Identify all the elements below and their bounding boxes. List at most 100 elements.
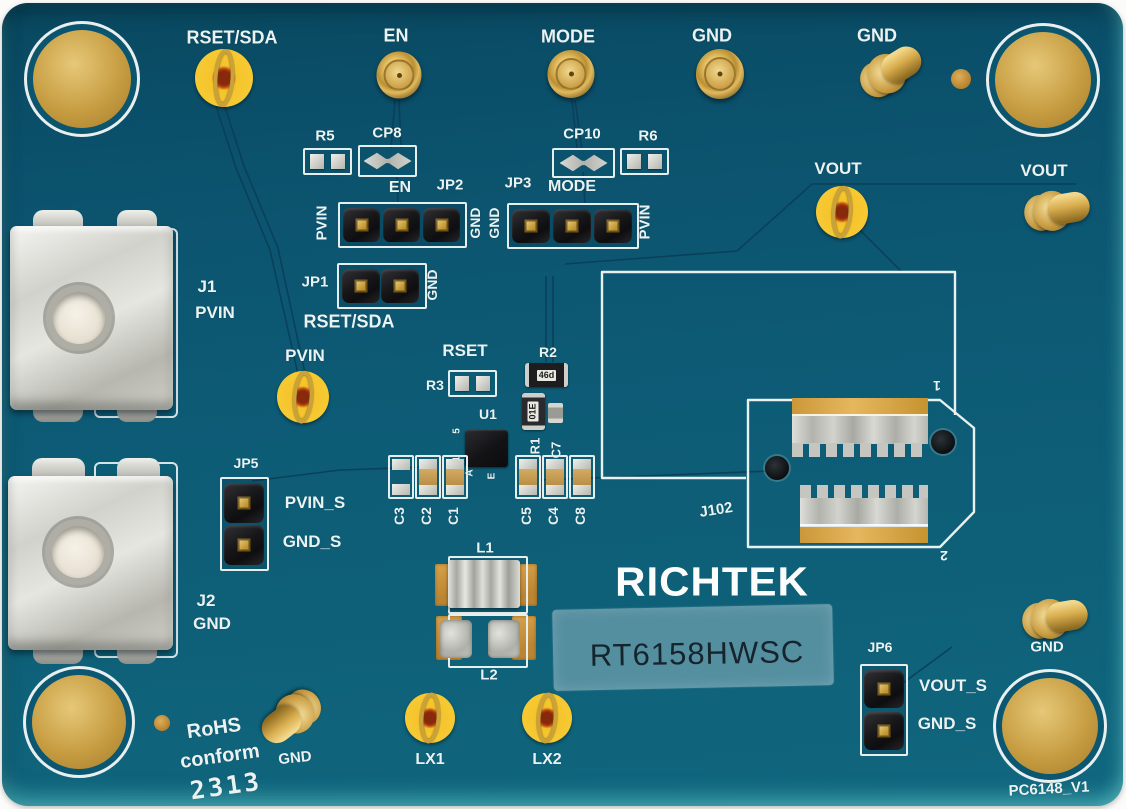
jp5-header bbox=[220, 477, 269, 571]
u1-pin-e-label: E bbox=[486, 472, 498, 480]
j2-net-label: GND bbox=[193, 614, 231, 633]
mounting-hole-bottom-right bbox=[993, 669, 1107, 783]
l2-solder bbox=[488, 620, 520, 658]
r1-label: R1 bbox=[527, 437, 543, 455]
mode-pin bbox=[547, 50, 595, 98]
jp6-vout-s-label: VOUT_S bbox=[918, 676, 988, 695]
l2-solder bbox=[440, 620, 472, 658]
c1-label: C1 bbox=[445, 507, 461, 525]
c3-footprint bbox=[388, 455, 414, 499]
c7-label: C7 bbox=[548, 441, 564, 459]
cp8-label: CP8 bbox=[372, 124, 402, 142]
gnd-pin-top-left bbox=[696, 49, 744, 99]
r6-footprint bbox=[620, 148, 669, 175]
fiducial-dot-bottom-left bbox=[154, 715, 170, 731]
fiducial-dot-top-right bbox=[951, 69, 971, 89]
cp10-label: CP10 bbox=[563, 125, 601, 143]
r6-label: R6 bbox=[638, 127, 658, 145]
j2-screw-hole bbox=[52, 526, 104, 578]
jp1-gnd-label: GND bbox=[424, 269, 440, 301]
lx1-test-point bbox=[405, 691, 455, 745]
r2-resistor: 46d bbox=[525, 363, 568, 387]
r5-footprint bbox=[303, 148, 352, 175]
pvin-test-point bbox=[277, 369, 329, 425]
jp1-ref-label: JP1 bbox=[301, 273, 329, 291]
c7-capacitor bbox=[548, 403, 563, 423]
cp8-solder-jumper bbox=[358, 145, 417, 177]
u1-label: U1 bbox=[479, 406, 497, 422]
c2-label: C2 bbox=[418, 507, 434, 525]
l2-label: L2 bbox=[480, 666, 498, 684]
rset-sda-label: RSET/SDA bbox=[186, 27, 278, 48]
c8-capacitor bbox=[569, 455, 595, 499]
l1-inductor bbox=[448, 560, 520, 608]
jp2-pvin-label: PVIN bbox=[313, 205, 331, 241]
u1-pin-a-label: A bbox=[464, 469, 476, 477]
j102-via bbox=[765, 456, 789, 480]
vout-pin-label: VOUT bbox=[1020, 161, 1068, 180]
j1-screw-hole bbox=[53, 292, 105, 344]
j1-tab bbox=[33, 210, 83, 230]
vout-test-point bbox=[816, 184, 868, 240]
j1-ref-label: J1 bbox=[197, 277, 217, 296]
j2-ref-label: J2 bbox=[196, 591, 216, 610]
lx2-test-point bbox=[522, 691, 572, 745]
jp3-mode-label: MODE bbox=[548, 178, 596, 195]
pvin-tp-label: PVIN bbox=[285, 346, 325, 365]
part-number: RT6158HWSC bbox=[589, 634, 805, 673]
j102-pin2-label: 2 bbox=[940, 548, 948, 564]
jp2-header bbox=[338, 202, 467, 248]
vout-tp-label: VOUT bbox=[814, 159, 862, 178]
u1-ic bbox=[465, 430, 508, 467]
en-label: EN bbox=[383, 25, 409, 46]
mode-label: MODE bbox=[541, 26, 595, 47]
gnd-bottom-right-label: GND bbox=[1030, 638, 1064, 656]
l1-label: L1 bbox=[476, 539, 494, 557]
u1-pin5-label: 5 bbox=[451, 428, 463, 434]
c5-label: C5 bbox=[518, 507, 534, 525]
jp3-pvin-label: PVIN bbox=[636, 204, 654, 240]
cp10-solder-jumper bbox=[552, 148, 615, 178]
rset-sda-test-point bbox=[195, 48, 253, 108]
mounting-hole-top-left bbox=[24, 21, 140, 137]
j102-via bbox=[931, 430, 955, 454]
j102-pin1-label: 1 bbox=[933, 378, 941, 394]
c4-label: C4 bbox=[545, 507, 561, 525]
c2-capacitor bbox=[415, 455, 441, 499]
jp5-ref-label: JP5 bbox=[233, 455, 259, 471]
jp2-ref-label: JP2 bbox=[436, 176, 464, 194]
jp2-en-label: EN bbox=[388, 179, 412, 196]
r1-marking: 01E bbox=[527, 401, 539, 422]
j2-tab bbox=[32, 458, 85, 478]
lx2-label: LX2 bbox=[532, 751, 562, 768]
j1-net-label: PVIN bbox=[195, 303, 235, 322]
jp6-gnd-s-label: GND_S bbox=[917, 714, 977, 733]
r3-label: R3 bbox=[426, 377, 444, 393]
gnd-bottom-left-label: GND bbox=[277, 747, 313, 769]
mounting-hole-top-right bbox=[986, 23, 1100, 137]
j1-tab bbox=[117, 210, 157, 230]
c4-capacitor bbox=[542, 455, 568, 499]
rset-label: RSET bbox=[442, 341, 488, 360]
r3-footprint bbox=[448, 370, 497, 397]
jp6-header bbox=[860, 664, 908, 756]
jp6-ref-label: JP6 bbox=[867, 639, 893, 655]
jp5-pvin-s-label: PVIN_S bbox=[284, 493, 346, 512]
c3-label: C3 bbox=[391, 507, 407, 525]
en-pin bbox=[376, 51, 422, 99]
richtek-logo: RICHTEK bbox=[615, 558, 809, 605]
jp3-header bbox=[507, 203, 639, 249]
jp3-gnd-label: GND bbox=[486, 207, 502, 239]
mounting-hole-bottom-left bbox=[23, 666, 135, 778]
r5-label: R5 bbox=[315, 127, 335, 145]
j102-pad-1 bbox=[792, 398, 928, 458]
gnd-top-right-label: GND bbox=[857, 25, 897, 46]
jp1-header bbox=[337, 263, 427, 309]
r1-resistor: 01E bbox=[522, 393, 545, 430]
jp3-ref-label: JP3 bbox=[504, 174, 532, 192]
r2-marking: 46d bbox=[536, 369, 557, 381]
lx1-label: LX1 bbox=[415, 751, 445, 768]
r2-label: R2 bbox=[539, 344, 557, 360]
jp1-signal-label: RSET/SDA bbox=[303, 311, 395, 332]
